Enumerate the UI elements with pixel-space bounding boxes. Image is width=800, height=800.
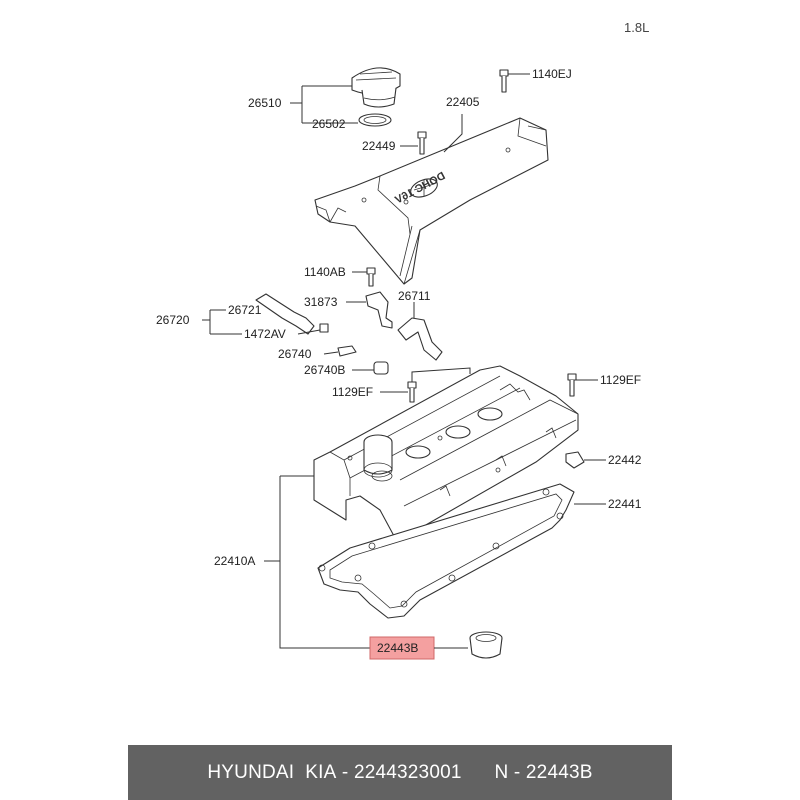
footer-separator: - bbox=[336, 761, 354, 783]
callout-22410A: 22410A bbox=[214, 554, 255, 568]
pcv-valve-26740-drawing bbox=[337, 345, 357, 357]
bracket-31873-drawing bbox=[365, 291, 393, 329]
callout-26510: 26510 bbox=[248, 96, 282, 110]
callout-26740B: 26740B bbox=[304, 363, 345, 377]
callout-1129EF-right: 1129EF bbox=[600, 373, 641, 387]
grommet-26740B-drawing bbox=[373, 361, 389, 375]
bolt-1140EJ-drawing bbox=[499, 69, 509, 93]
bolt-1140AB-drawing bbox=[366, 267, 376, 287]
callout-22405: 22405 bbox=[446, 95, 480, 109]
callout-31873: 31873 bbox=[304, 295, 338, 309]
callout-26721: 26721 bbox=[228, 303, 262, 317]
callout-22443B: 22443B bbox=[377, 641, 418, 655]
callout-26740: 26740 bbox=[278, 347, 312, 361]
footer-bar: HYUNDAI KIA - 2244323001 N - 22443B bbox=[128, 745, 672, 800]
callout-1472AV: 1472AV bbox=[244, 327, 286, 341]
callout-1140AB: 1140AB bbox=[304, 265, 346, 279]
spark-plug-tube-seal-22443B-drawing bbox=[469, 631, 503, 659]
breather-hose-26721-drawing bbox=[255, 293, 329, 335]
bolt-22449-drawing bbox=[417, 131, 427, 155]
bolt-1129EF-left-drawing bbox=[407, 381, 417, 403]
callout-26720: 26720 bbox=[156, 313, 190, 327]
oil-filler-cap-drawing bbox=[351, 67, 401, 108]
pcv-hose-26711-drawing bbox=[397, 317, 443, 361]
callout-22449: 22449 bbox=[362, 139, 396, 153]
callout-1129EF-left: 1129EF bbox=[332, 385, 373, 399]
footer-n-label: N - 22443B bbox=[494, 761, 593, 783]
callout-26711: 26711 bbox=[398, 289, 431, 303]
callout-22442: 22442 bbox=[608, 453, 642, 467]
edition-label: 1.8L bbox=[624, 20, 649, 35]
bolt-1129EF-right-drawing bbox=[567, 373, 577, 397]
callout-1140EJ: 1140EJ bbox=[532, 67, 572, 81]
filler-cap-gasket-drawing bbox=[358, 113, 392, 127]
parts-diagram: 1.8L 26510 26502 1140EJ DOHC 16V 22405 bbox=[156, 20, 649, 660]
rocker-cover-gasket-drawing bbox=[317, 483, 575, 619]
half-moon-seal-22442-drawing bbox=[565, 451, 585, 469]
footer-gap bbox=[462, 762, 495, 784]
footer-brand: HYUNDAI KIA bbox=[207, 761, 337, 783]
callout-26502: 26502 bbox=[312, 117, 346, 131]
engine-cover-drawing: DOHC 16V bbox=[314, 117, 549, 285]
rocker-cover-drawing bbox=[313, 365, 579, 537]
footer-part-number: 2244323001 bbox=[353, 761, 462, 783]
callout-22441: 22441 bbox=[608, 497, 642, 511]
